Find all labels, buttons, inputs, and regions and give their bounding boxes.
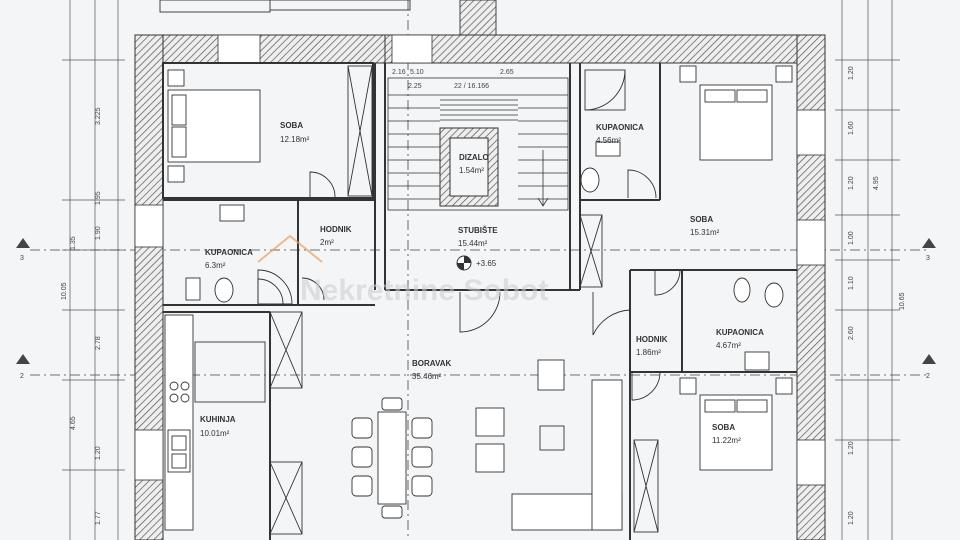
right-dimension-lines	[835, 0, 900, 540]
svg-text:15.44m²: 15.44m²	[458, 239, 488, 248]
room-hodnik-2: HODNIK 1.86m²	[636, 335, 668, 357]
room-kupaonica-1: KUPAONICA 6.3m²	[205, 248, 253, 270]
sofa-and-chairs	[475, 359, 623, 531]
svg-text:KUPAONICA: KUPAONICA	[596, 123, 644, 132]
svg-text:BORAVAK: BORAVAK	[412, 359, 451, 368]
windows	[134, 34, 826, 486]
svg-text:2.16: 2.16	[392, 69, 406, 76]
svg-text:KUPAONICA: KUPAONICA	[716, 328, 764, 337]
svg-text:2.60: 2.60	[848, 326, 855, 340]
svg-text:1.35: 1.35	[70, 236, 77, 250]
svg-text:HODNIK: HODNIK	[636, 335, 668, 344]
room-kupaonica-3: KUPAONICA 4.67m²	[716, 328, 764, 350]
section-marker-2-left: 2	[16, 354, 30, 380]
bed-bottom-right	[679, 377, 793, 471]
svg-text:SOBA: SOBA	[690, 215, 713, 224]
dining-table	[351, 397, 433, 519]
svg-text:3: 3	[20, 255, 24, 262]
svg-text:2: 2	[926, 373, 930, 380]
svg-text:2.78: 2.78	[95, 336, 102, 350]
room-stubiste: STUBIŠTE 15.44m²	[458, 226, 498, 248]
level-marker: +3.65	[456, 255, 497, 271]
svg-text:3: 3	[926, 255, 930, 262]
svg-text:22 / 16.166: 22 / 16.166	[454, 83, 489, 90]
section-marker-2-right: 2	[922, 354, 936, 380]
room-dizalo: DIZALO 1.54m²	[459, 153, 489, 175]
svg-text:KUPAONICA: KUPAONICA	[205, 248, 253, 257]
svg-text:1.77: 1.77	[95, 511, 102, 525]
bathroom-fixtures	[185, 69, 784, 371]
bed-top-right	[679, 65, 793, 161]
svg-text:4.56m²: 4.56m²	[596, 136, 621, 145]
wardrobes	[269, 65, 659, 535]
svg-text:11.22m²: 11.22m²	[712, 436, 741, 445]
svg-text:1.20: 1.20	[848, 66, 855, 80]
svg-text:SOBA: SOBA	[712, 423, 735, 432]
svg-text:3.225: 3.225	[95, 107, 102, 125]
svg-text:1.20: 1.20	[848, 511, 855, 525]
svg-text:10.65: 10.65	[899, 292, 906, 310]
room-kupaonica-2: KUPAONICA 4.56m²	[596, 123, 644, 145]
svg-text:SOBA: SOBA	[280, 121, 303, 130]
svg-text:2: 2	[20, 373, 24, 380]
svg-text:1.10: 1.10	[848, 276, 855, 290]
interior-walls	[162, 62, 797, 540]
room-soba-1: SOBA 12.18m²	[280, 121, 310, 144]
svg-text:1.20: 1.20	[848, 441, 855, 455]
svg-text:2m²: 2m²	[320, 238, 334, 247]
svg-text:10.05: 10.05	[61, 282, 68, 300]
svg-text:1.86m²: 1.86m²	[636, 348, 661, 357]
left-dimensions: 3.225 1.95 1.90 1.35 10.05 2.78 4.65 1.2…	[61, 107, 102, 525]
svg-text:Nekretnine Sobot: Nekretnine Sobot	[300, 274, 548, 307]
svg-text:1.95: 1.95	[95, 191, 102, 205]
svg-text:12.18m²: 12.18m²	[280, 135, 310, 144]
svg-text:15.31m²: 15.31m²	[690, 228, 720, 237]
doors	[257, 169, 681, 401]
svg-text:5.10: 5.10	[410, 69, 424, 76]
svg-text:1.54m²: 1.54m²	[459, 166, 484, 175]
elevator-shaft	[439, 127, 499, 207]
svg-text:4.95: 4.95	[873, 176, 880, 190]
svg-text:DIZALO: DIZALO	[459, 153, 489, 162]
svg-text:4.67m²: 4.67m²	[716, 341, 741, 350]
svg-text:10.01m²: 10.01m²	[200, 429, 230, 438]
room-soba-3: SOBA 11.22m²	[712, 423, 741, 445]
svg-text:1.20: 1.20	[848, 176, 855, 190]
svg-text:HODNIK: HODNIK	[320, 225, 352, 234]
watermark: Nekretnine Sobot	[257, 234, 548, 307]
room-boravak: BORAVAK 35.46m²	[412, 359, 451, 381]
left-dimension-lines	[62, 0, 125, 540]
svg-text:35.46m²: 35.46m²	[412, 372, 442, 381]
svg-text:KUHINJA: KUHINJA	[200, 415, 236, 424]
section-marker-3-left: 3	[16, 238, 30, 262]
room-soba-2: SOBA 15.31m²	[690, 215, 720, 237]
svg-text:1.20: 1.20	[95, 446, 102, 460]
kitchen-counter	[164, 314, 266, 531]
room-kuhinja: KUHINJA 10.01m²	[200, 415, 236, 438]
bed-left	[167, 69, 261, 183]
stair-dimensions: 2.16 5.10 2.65 2.25 22 / 16.166	[392, 69, 514, 90]
top-structures	[159, 0, 497, 37]
watermark-house-icon	[257, 234, 323, 263]
svg-text:2.25: 2.25	[408, 83, 422, 90]
section-marker-3-right: 3	[922, 238, 936, 262]
svg-text:1.00: 1.00	[848, 231, 855, 245]
right-dimensions: 1.20 1.60 1.20 1.00 1.10 2.60 10.65 1.20…	[848, 66, 906, 525]
svg-text:+3.65: +3.65	[476, 259, 497, 268]
svg-text:STUBIŠTE: STUBIŠTE	[458, 226, 498, 235]
svg-text:1.90: 1.90	[95, 226, 102, 240]
svg-text:2.65: 2.65	[500, 69, 514, 76]
svg-text:4.65: 4.65	[70, 416, 77, 430]
staircase	[387, 77, 569, 211]
svg-text:1.60: 1.60	[848, 121, 855, 135]
room-hodnik-1: HODNIK 2m²	[320, 225, 352, 247]
svg-text:6.3m²: 6.3m²	[205, 261, 226, 270]
